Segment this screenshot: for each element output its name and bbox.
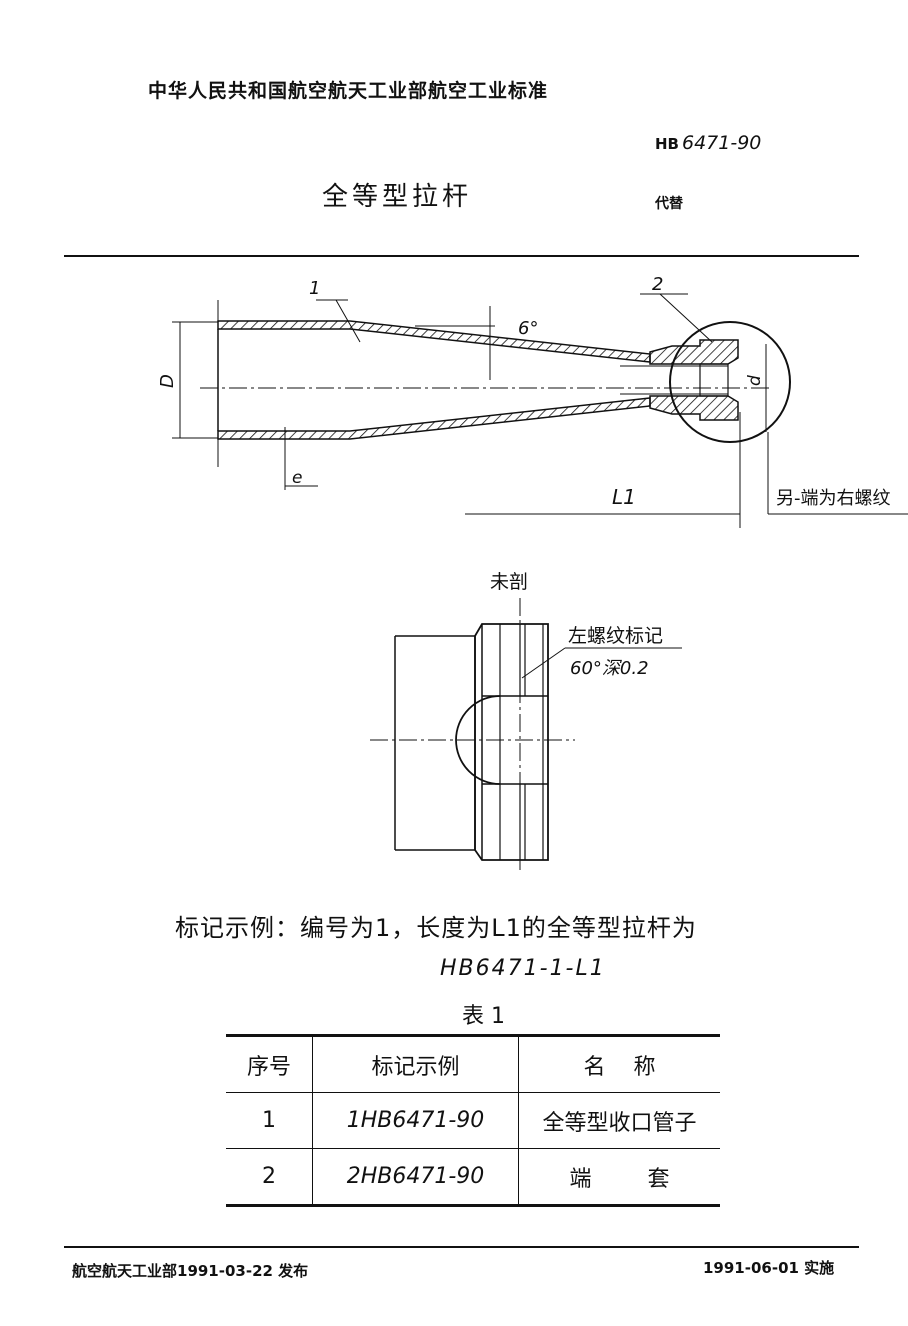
part2-label: 2 <box>652 274 663 295</box>
footer-rule <box>64 1246 859 1248</box>
header-name: 名 称 <box>518 1034 720 1093</box>
part1-label: 1 <box>309 278 320 299</box>
cell-name: 全等型收口管子 <box>518 1092 720 1149</box>
cell-marking: 1HB6471-90 <box>312 1092 519 1149</box>
table-title: 表 1 <box>462 1004 505 1029</box>
effective-date: 1991-06-01 实施 <box>703 1259 835 1277</box>
header-seq: 序号 <box>226 1034 313 1093</box>
end-sleeve-upper <box>649 339 739 365</box>
cell-seq: 2 <box>226 1148 313 1207</box>
angle-label: 6° <box>518 318 538 339</box>
thread-mark-label: 左螺纹标记 <box>568 625 663 647</box>
replaces-label: 代替 <box>655 196 683 212</box>
cell-name: 端 套 <box>518 1148 720 1207</box>
tube-lower-wall <box>217 397 651 440</box>
document-title: 全等型拉杆 <box>322 182 473 212</box>
tie-rod-drawing: D e 6° 1 2 d L1 另-端为右螺纹 <box>157 274 908 528</box>
marking-code: HB6471-1-L1 <box>440 956 606 981</box>
standard-number: 6471-90 <box>682 132 762 154</box>
thread-note: 另-端为右螺纹 <box>776 488 891 509</box>
dim-D-label: D <box>157 374 178 388</box>
cell-seq: 1 <box>226 1092 313 1149</box>
dim-L1-label: L1 <box>612 485 636 509</box>
groove-spec-label: 60°深0.2 <box>570 658 649 679</box>
table-header-row: 序号 标记示例 名 称 <box>226 1034 720 1093</box>
standard-prefix: HB <box>655 135 679 153</box>
cell-marking: 2HB6471-90 <box>312 1148 519 1207</box>
organization-title: 中华人民共和国航空航天工业部航空工业标准 <box>148 80 549 102</box>
dim-e-label: e <box>292 468 302 488</box>
header-marking: 标记示例 <box>312 1034 519 1093</box>
dim-d-label: d <box>745 375 765 386</box>
table-row: 1 1HB6471-90 全等型收口管子 <box>226 1092 720 1149</box>
end-sleeve-lower <box>649 395 739 421</box>
parts-table: 序号 标记示例 名 称 1 1HB6471-90 全等型收口管子 2 2HB64… <box>226 1034 720 1207</box>
detail-circle <box>669 321 791 443</box>
unsectioned-end-drawing: 未剖 左螺纹标记 60°深0.2 <box>370 571 682 870</box>
issue-date: 航空航天工业部1991-03-22 发布 <box>72 1262 309 1280</box>
tube-upper-wall <box>217 320 651 363</box>
marking-example: 标记示例：编号为1，长度为L1的全等型拉杆为 <box>175 914 697 942</box>
view-label: 未剖 <box>490 571 528 593</box>
table-row: 2 2HB6471-90 端 套 <box>226 1148 720 1207</box>
header-rule <box>64 255 859 257</box>
